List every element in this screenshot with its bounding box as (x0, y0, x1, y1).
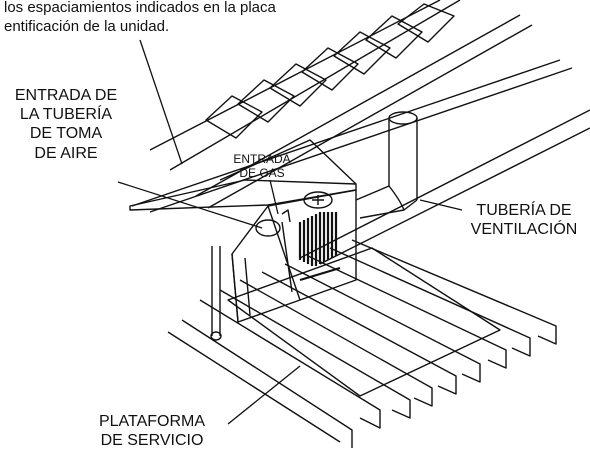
roof-rafters (131, 0, 590, 265)
gas-inlet-label-line-1: ENTRADA (233, 152, 291, 166)
air-intake-label-line-1: ENTRADA DE (14, 87, 118, 104)
vent-pipe-label-line-1: TUBERÍA DE (476, 202, 572, 219)
caption-line-1: los espaciamientos indicados en la placa (4, 0, 276, 16)
roof-boards (205, 3, 455, 139)
caption-line-2: entificación de la unidad. (4, 18, 170, 35)
air-intake-label-line-4: DE AIRE (34, 144, 98, 162)
service-platform-label-line-2: DE SERVICIO (100, 432, 204, 450)
gas-inlet-label-line-2: DE GAS (239, 166, 285, 181)
air-intake-label-line-2: LA TUBERÍA (19, 106, 113, 124)
louver-grille (298, 212, 341, 282)
leader-lines (117, 39, 463, 425)
service-platform-label: PLATAFORMA DE SERVICIO (82, 412, 222, 450)
gas-inlet-label: ENTRADA DE GAS (212, 152, 312, 181)
service-platform (227, 247, 501, 397)
service-platform-label-line-1: PLATAFORMA (98, 413, 206, 430)
vent-pipe (355, 111, 418, 219)
floor-joists (167, 239, 557, 448)
furnace-cabinet (129, 139, 357, 341)
vent-pipe-label-line-2: VENTILACIÓN (470, 221, 578, 239)
air-intake-label-line-3: DE TOMA (29, 125, 103, 143)
vent-pipe-label: TUBERÍA DE VENTILACIÓN (460, 201, 588, 239)
air-intake-label: ENTRADA DE LA TUBERÍA DE TOMA DE AIRE (4, 86, 128, 163)
caption: los espaciamientos indicados en la placa… (4, 0, 276, 36)
